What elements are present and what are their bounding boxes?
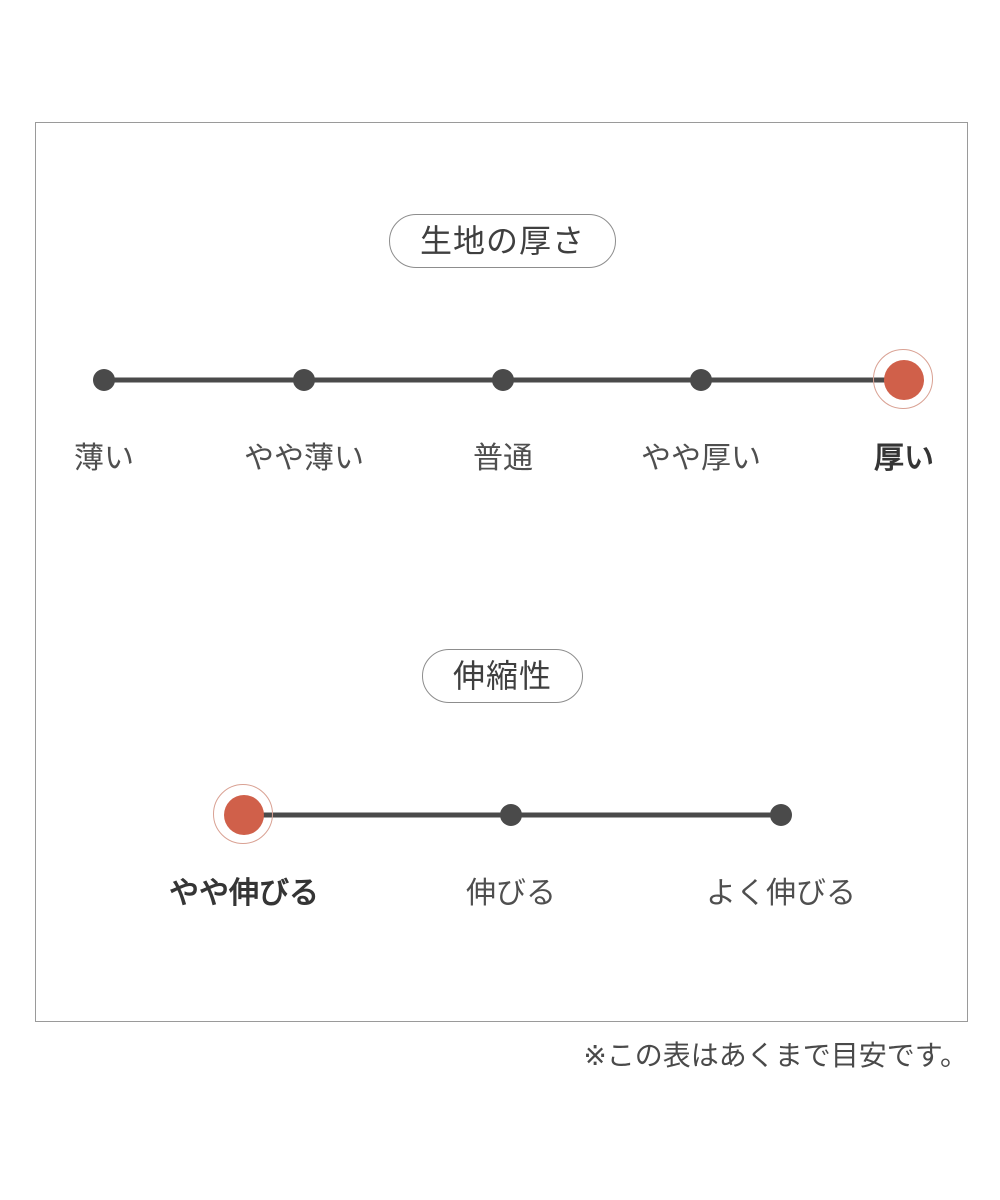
thickness-label-0: 薄い	[74, 442, 134, 475]
thickness-dot-1	[293, 369, 315, 391]
stretch-label-0: やや伸びる	[169, 877, 319, 910]
thickness-dot-3	[690, 369, 712, 391]
stretch-dot-0	[213, 784, 273, 844]
disclaimer-note: ※この表はあくまで目安です。	[583, 1040, 968, 1071]
thickness-dot-4	[873, 349, 933, 409]
stretch-scale: やや伸びる 伸びる よく伸びる	[36, 784, 969, 945]
thickness-dot-2	[492, 369, 514, 391]
stretch-title-pill: 伸縮性	[421, 649, 583, 703]
thickness-dot-0	[93, 369, 115, 391]
thickness-label-4: 厚い	[874, 442, 934, 475]
thickness-label-1: やや薄い	[244, 442, 364, 475]
thickness-scale: 薄い やや薄い 普通 やや厚い 厚い	[36, 349, 969, 510]
stretch-dot-2	[770, 804, 792, 826]
thickness-label-3: やや厚い	[641, 442, 761, 475]
thickness-title-pill: 生地の厚さ	[388, 214, 616, 268]
stretch-title-row: 伸縮性	[36, 649, 969, 703]
stretch-label-1: 伸びる	[466, 877, 556, 910]
thickness-title-row: 生地の厚さ	[36, 214, 969, 268]
thickness-label-2: 普通	[473, 442, 533, 475]
fabric-spec-card: 生地の厚さ 薄い やや薄い 普通 やや厚い 厚い 伸縮性 やや伸びる 伸びる よく伸びる	[35, 122, 968, 1022]
stretch-label-2: よく伸びる	[706, 877, 856, 910]
stretch-dot-1	[500, 804, 522, 826]
